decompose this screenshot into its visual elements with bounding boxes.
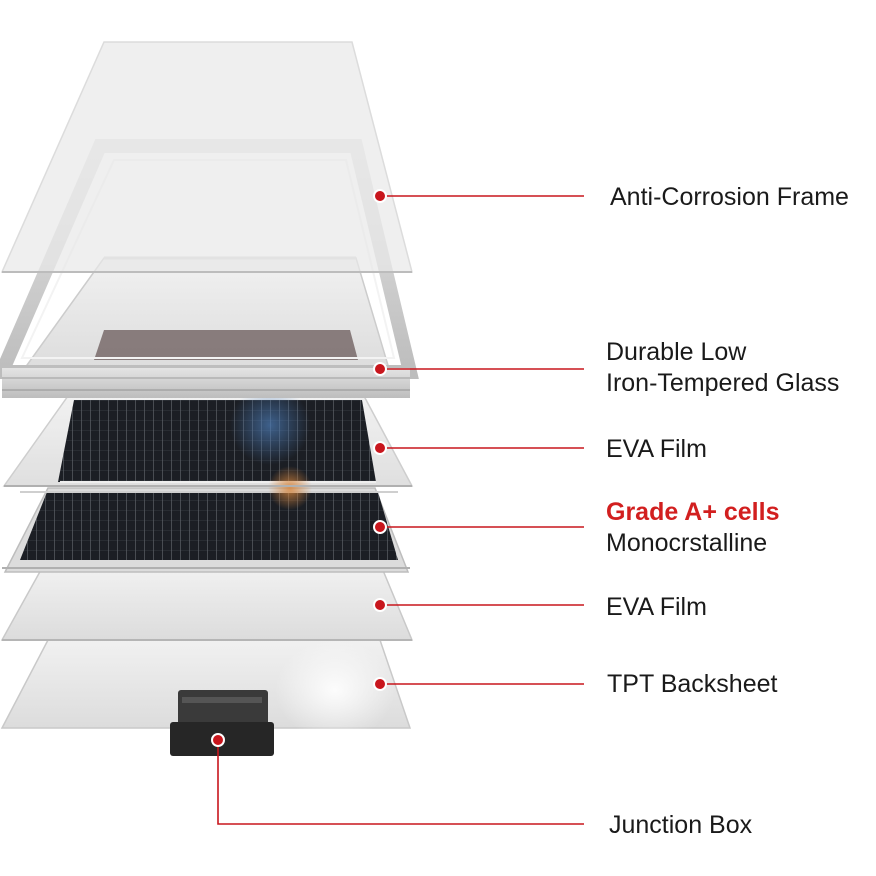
leader-dot-eva-bottom (373, 598, 387, 612)
leader-dot-eva-top (373, 441, 387, 455)
junction-box (170, 690, 274, 756)
label-cells-accent: Grade A+ cells (606, 498, 780, 526)
eva-bottom-layer (0, 567, 414, 641)
top-glass-sheet (0, 41, 413, 273)
eva-top-layer (2, 385, 414, 510)
label-junction-box: Junction Box (609, 810, 752, 841)
tempered-glass-layer (20, 256, 392, 373)
leader-dot-frame (373, 189, 387, 203)
label-backsheet: TPT Backsheet (607, 669, 777, 700)
label-frame-line-1: Anti-Corrosion Frame (610, 183, 849, 211)
label-eva-top-line-1: EVA Film (606, 435, 707, 463)
label-eva-top: EVA Film (606, 434, 707, 465)
leader-lines (217, 195, 584, 825)
label-glass-line-2: Iron-Tempered Glass (606, 369, 840, 397)
label-junction-box-line-1: Junction Box (609, 811, 753, 839)
leader-line-junction-box (217, 740, 584, 825)
label-cells: Grade A+ cells Monocrstalline (606, 497, 779, 559)
leader-dot-glass (373, 362, 387, 376)
backsheet-layer (0, 639, 412, 740)
label-eva-bottom: EVA Film (606, 592, 707, 623)
label-frame: Anti-Corrosion Frame (610, 182, 849, 213)
label-backsheet-line-1: TPT Backsheet (607, 670, 778, 698)
leader-dot-junction-box (211, 733, 225, 747)
label-glass-line-1: Durable Low (606, 338, 747, 366)
label-eva-bottom-line-1: EVA Film (606, 593, 707, 621)
label-cells-line-1: Monocrstalline (606, 529, 768, 557)
solar-cells-layer (2, 487, 410, 573)
leader-dots (211, 189, 387, 747)
leader-dot-cells (373, 520, 387, 534)
label-glass: Durable Low Iron-Tempered Glass (606, 337, 839, 399)
leader-dot-backsheet (373, 677, 387, 691)
